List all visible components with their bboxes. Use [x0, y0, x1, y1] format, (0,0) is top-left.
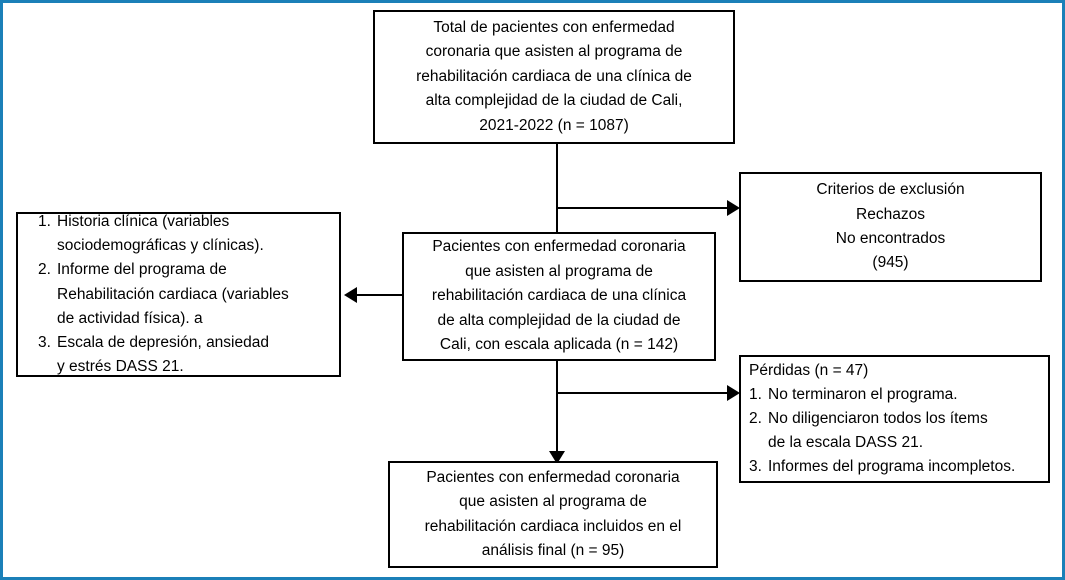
list-item-text: Informe del programa de Rehabilitación c…: [57, 261, 289, 327]
node-total-patients-text: Total de pacientes con enfermedad corona…: [416, 18, 692, 134]
node-instruments: 1. Historia clínica (variables sociodemo…: [16, 212, 341, 377]
list-item: 2. Informe del programa de Rehabilitació…: [38, 258, 325, 330]
list-item: 1. Historia clínica (variables sociodemo…: [38, 210, 325, 258]
list-item: 2. No diligenciaron todos los ítems de l…: [749, 407, 1040, 455]
list-item-number: 2.: [38, 261, 51, 279]
list-item-number: 3.: [38, 333, 51, 351]
node-exclusion-criteria: Criterios de exclusión Rechazos No encon…: [739, 172, 1042, 282]
connector-to-instruments-line: [357, 294, 403, 296]
node-exclusion-criteria-text: Criterios de exclusión Rechazos No encon…: [816, 181, 965, 272]
node-final-analysis-text: Pacientes con enfermedad coronaria que a…: [424, 468, 682, 559]
list-item: 3. Informes del programa incompletos.: [749, 455, 1040, 479]
connector-to-losses-line: [556, 392, 731, 394]
connector-to-exclusion-arrowhead: [727, 200, 740, 216]
connector-to-exclusion-line: [556, 207, 731, 209]
list-item-text: Historia clínica (variables sociodemográ…: [57, 213, 264, 255]
connector-to-instruments-arrowhead: [344, 287, 357, 303]
node-losses-lead: Pérdidas (n = 47): [749, 361, 869, 379]
node-final-analysis: Pacientes con enfermedad coronaria que a…: [388, 461, 718, 568]
list-item: 1. No terminaron el programa.: [749, 383, 1040, 407]
list-item: 3. Escala de depresión, ansiedad y estré…: [38, 331, 325, 379]
node-patients-with-scale-text: Pacientes con enfermedad coronaria que a…: [431, 238, 687, 354]
list-item-number: 1.: [38, 213, 51, 231]
list-item-text: Informes del programa incompletos.: [768, 458, 1016, 476]
list-item-text: Escala de depresión, ansiedad y estrés D…: [57, 333, 269, 375]
list-item-number: 1.: [749, 385, 762, 403]
node-total-patients: Total de pacientes con enfermedad corona…: [373, 10, 735, 144]
list-item-number: 3.: [749, 458, 762, 476]
list-item-number: 2.: [749, 409, 762, 427]
list-item-text: No terminaron el programa.: [768, 385, 958, 403]
node-losses: Pérdidas (n = 47) 1. No terminaron el pr…: [739, 355, 1050, 483]
node-patients-with-scale: Pacientes con enfermedad coronaria que a…: [402, 232, 716, 361]
list-item-text: No diligenciaron todos los ítems de la e…: [768, 409, 988, 451]
connector-to-losses-arrowhead: [727, 385, 740, 401]
connector-to-final-arrowhead: [549, 451, 565, 464]
